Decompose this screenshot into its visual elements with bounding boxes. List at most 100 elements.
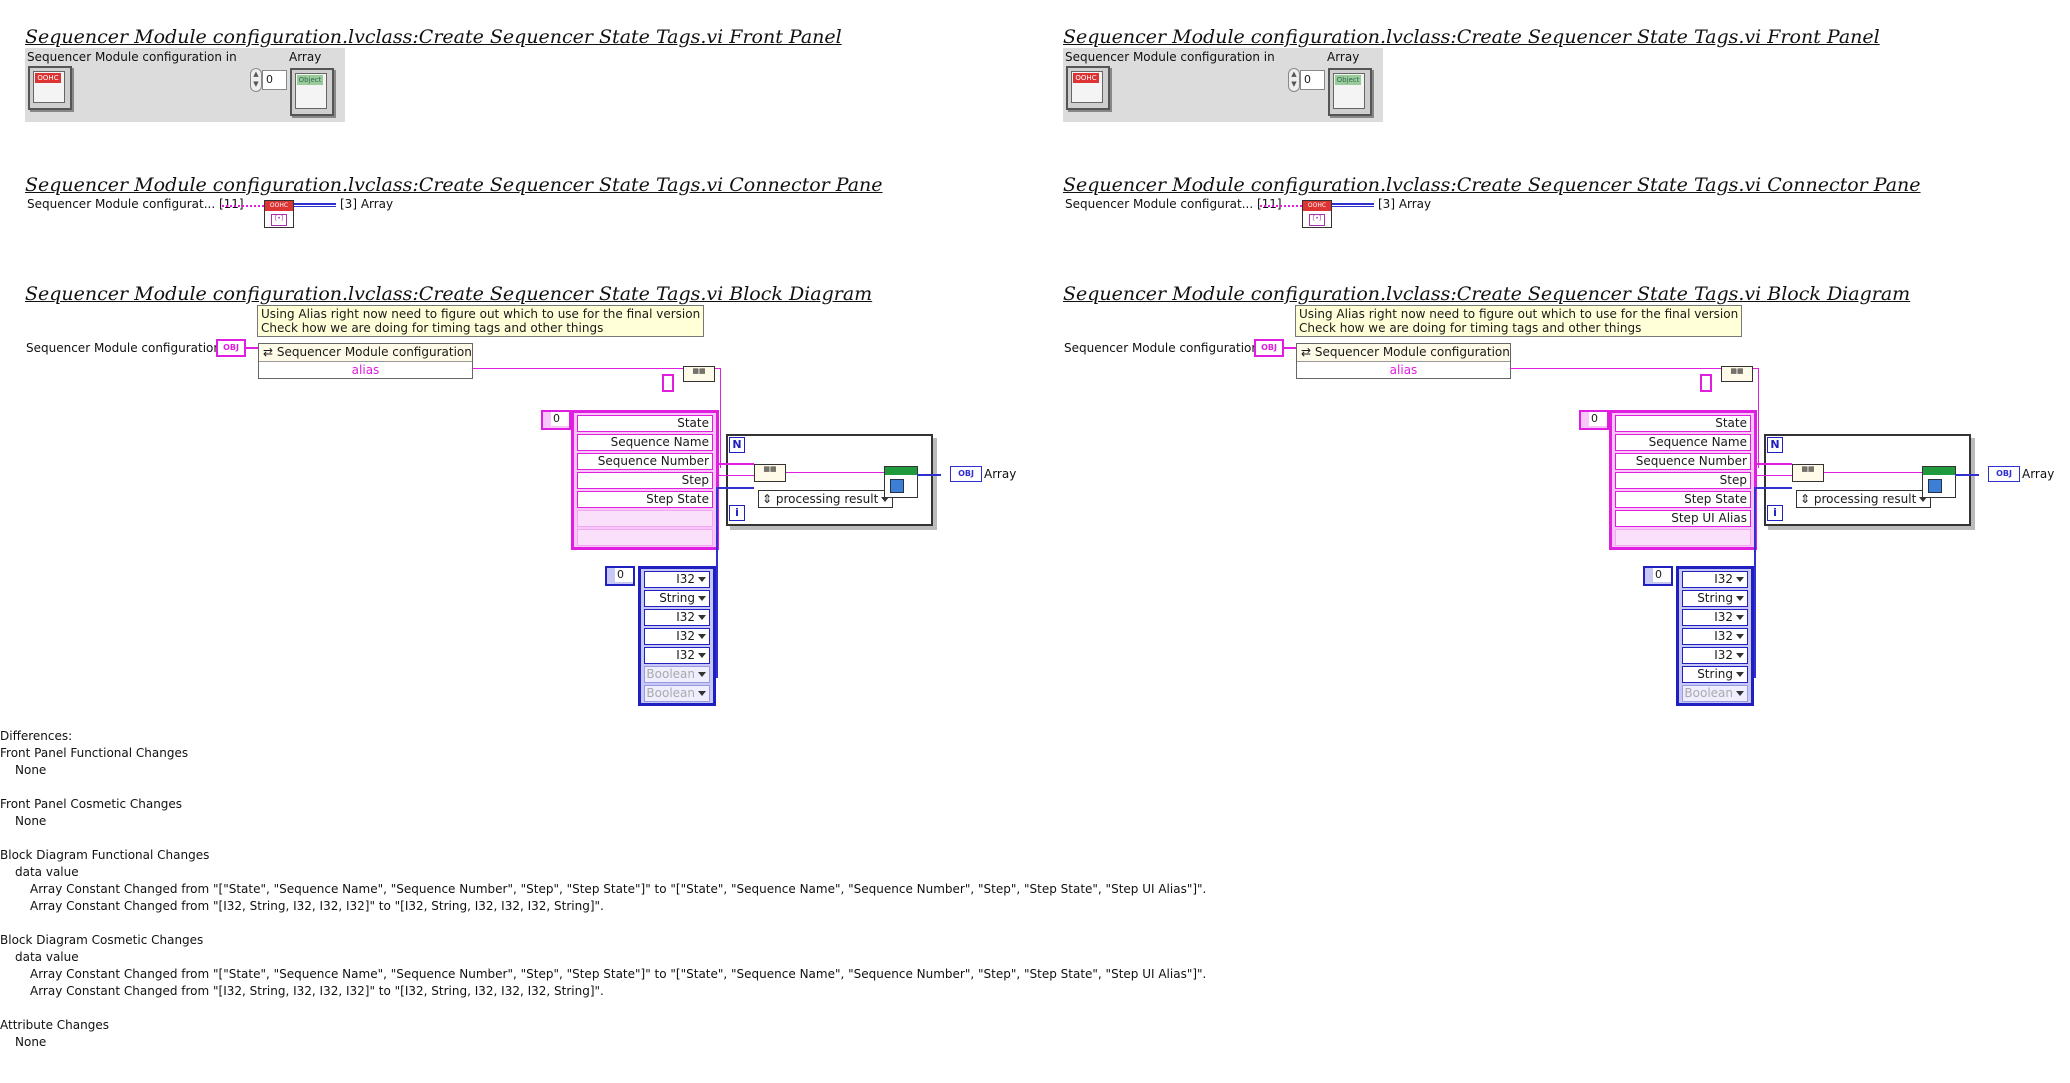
type-array-constant[interactable]: I32 String I32 I32 I32 String Boolean (1676, 566, 1754, 706)
string-cell-4[interactable]: Step State (577, 491, 713, 508)
diff-fp-functional: Front Panel Functional Changes (0, 746, 189, 760)
type-array-constant[interactable]: I32 String I32 I32 I32 Boolean Boolean (638, 566, 716, 706)
class-input-terminal[interactable]: OBJ (1254, 339, 1284, 357)
bundle-node[interactable]: ▦▦ (754, 464, 786, 482)
pane-before: Sequencer Module configuration.lvclass:C… (0, 0, 1020, 720)
diff-bd-functional-1: Array Constant Changed from "["State", "… (30, 882, 1207, 896)
diff-attributes-value: None (15, 1035, 47, 1049)
create-tag-subvi[interactable] (884, 466, 918, 498)
diff-bd-cosmetic: Block Diagram Cosmetic Changes (0, 933, 204, 947)
loop-iteration-terminal: i (1767, 505, 1783, 521)
type-cell-1[interactable]: String (644, 590, 710, 607)
fp-input-label: Sequencer Module configuration in (27, 50, 237, 64)
type-cell-5[interactable]: String (1682, 666, 1748, 683)
array-element-control[interactable]: Object (290, 68, 334, 116)
connector-pane-icon: OOHC[•] (1302, 200, 1332, 228)
connector-pane-title: Sequencer Module configuration.lvclass:C… (25, 174, 883, 196)
type-cell-0[interactable]: I32 (1682, 571, 1748, 588)
type-cell-6[interactable]: Boolean (644, 685, 710, 702)
fp-array-label: Array (1327, 50, 1360, 64)
property-node[interactable]: ⇄ Sequencer Module configuration alias (1296, 343, 1511, 379)
build-cluster-node[interactable]: ▦▦ (683, 366, 715, 382)
type-cell-6[interactable]: Boolean (1682, 685, 1748, 702)
string-cell-0[interactable]: State (1615, 415, 1751, 432)
class-control[interactable]: OOHC (1066, 66, 1110, 110)
diff-fp-cosmetic: Front Panel Cosmetic Changes (0, 797, 183, 811)
property-node-class: ⇄ Sequencer Module configuration (259, 344, 472, 362)
connector-pane-title: Sequencer Module configuration.lvclass:C… (1063, 174, 1921, 196)
type-array-index[interactable]: 0 (605, 566, 635, 586)
comment-note: Using Alias right now need to figure out… (1295, 305, 1743, 337)
type-cell-2[interactable]: I32 (1682, 609, 1748, 626)
bd-output-label: Array (984, 467, 1017, 481)
loop-count-terminal: N (1767, 437, 1783, 453)
string-cell-0[interactable]: State (577, 415, 713, 432)
string-array-index[interactable]: 0 (1579, 410, 1609, 430)
string-array-index[interactable]: 0 (541, 410, 571, 430)
bd-input-label: Sequencer Module configuration in (1064, 341, 1274, 355)
class-input-terminal[interactable]: OBJ (216, 339, 246, 357)
type-cell-5[interactable]: Boolean (644, 666, 710, 683)
diff-bd-functional: Block Diagram Functional Changes (0, 848, 210, 862)
build-cluster-node[interactable]: ▦▦ (1721, 366, 1753, 382)
processing-result-enum[interactable]: ⇕ processing result (1796, 490, 1932, 508)
loop-count-terminal: N (729, 437, 745, 453)
type-array-index[interactable]: 0 (1643, 566, 1673, 586)
array-index-display[interactable]: 0 (1300, 70, 1325, 90)
comment-line-1: Using Alias right now need to figure out… (261, 307, 701, 321)
differences-report: Differences: Front Panel Functional Chan… (0, 728, 1207, 1051)
type-cell-3[interactable]: I32 (644, 628, 710, 645)
array-output-terminal[interactable]: OBJ (1988, 466, 2020, 482)
create-tag-subvi[interactable] (1922, 466, 1956, 498)
pane-after: Sequencer Module configuration.lvclass:C… (1038, 0, 2058, 720)
string-cell-3[interactable]: Step (1615, 472, 1751, 489)
loop-iteration-terminal: i (729, 505, 745, 521)
string-cell-3[interactable]: Step (577, 472, 713, 489)
cp-right-terminal: [3] Array (340, 197, 394, 211)
class-control[interactable]: OOHC (28, 66, 72, 110)
comment-line-2: Check how we are doing for timing tags a… (1299, 321, 1642, 335)
string-cell-5[interactable]: Step UI Alias (1615, 510, 1751, 527)
fp-input-label: Sequencer Module configuration in (1065, 50, 1275, 64)
string-cell-4[interactable]: Step State (1615, 491, 1751, 508)
string-cell-6[interactable] (577, 529, 713, 546)
bd-output-label: Array (2022, 467, 2055, 481)
type-cell-3[interactable]: I32 (1682, 628, 1748, 645)
cp-left-terminal: Sequencer Module configurat... [11] (27, 197, 244, 211)
empty-string-const (662, 374, 674, 392)
diff-bd-cosmetic-2: Array Constant Changed from "[I32, Strin… (30, 984, 604, 998)
type-cell-4[interactable]: I32 (1682, 647, 1748, 664)
array-element-control[interactable]: Object (1328, 68, 1372, 116)
bd-input-label: Sequencer Module configuration in (26, 341, 236, 355)
front-panel-title: Sequencer Module configuration.lvclass:C… (25, 26, 842, 48)
block-diagram-title: Sequencer Module configuration.lvclass:C… (1063, 283, 1911, 305)
diff-attributes: Attribute Changes (0, 1018, 109, 1032)
type-cell-1[interactable]: String (1682, 590, 1748, 607)
array-index-spinner[interactable]: ▲▼ (250, 68, 262, 92)
string-array-constant[interactable]: State Sequence Name Sequence Number Step… (1609, 410, 1757, 550)
connector-pane-icon: OOHC[•] (264, 200, 294, 228)
type-cell-2[interactable]: I32 (644, 609, 710, 626)
property-node[interactable]: ⇄ Sequencer Module configuration alias (258, 343, 473, 379)
array-index-spinner[interactable]: ▲▼ (1288, 68, 1300, 92)
string-array-constant[interactable]: State Sequence Name Sequence Number Step… (571, 410, 719, 550)
diff-fp-functional-value: None (15, 763, 47, 777)
bundle-node[interactable]: ▦▦ (1792, 464, 1824, 482)
type-cell-4[interactable]: I32 (644, 647, 710, 664)
array-index-display[interactable]: 0 (262, 70, 287, 90)
type-cell-0[interactable]: I32 (644, 571, 710, 588)
processing-result-enum[interactable]: ⇕ processing result (758, 490, 894, 508)
array-output-terminal[interactable]: OBJ (950, 466, 982, 482)
property-node-alias[interactable]: alias (1389, 363, 1418, 377)
empty-string-const (1700, 374, 1712, 392)
string-cell-6[interactable] (1615, 529, 1751, 546)
string-cell-1[interactable]: Sequence Name (577, 434, 713, 451)
property-node-alias[interactable]: alias (351, 363, 380, 377)
diff-heading: Differences: (0, 729, 73, 743)
string-cell-1[interactable]: Sequence Name (1615, 434, 1751, 451)
string-cell-2[interactable]: Sequence Number (577, 453, 713, 470)
comment-line-2: Check how we are doing for timing tags a… (261, 321, 604, 335)
string-cell-5[interactable] (577, 510, 713, 527)
cp-right-terminal: [3] Array (1378, 197, 1432, 211)
string-cell-2[interactable]: Sequence Number (1615, 453, 1751, 470)
